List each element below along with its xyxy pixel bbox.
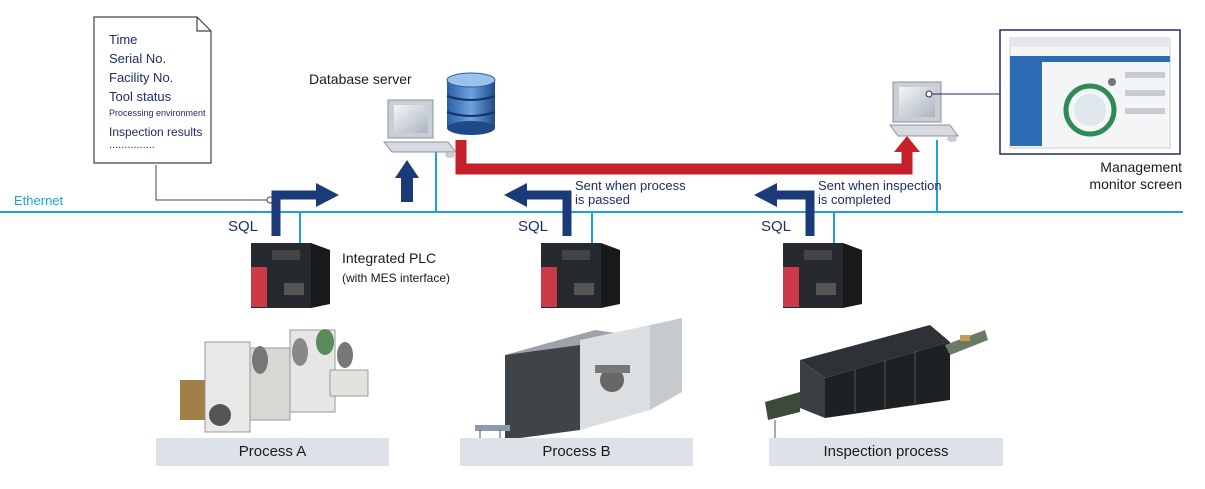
plc-c-icon (783, 243, 862, 308)
red-data-arrow (455, 140, 913, 175)
sent-process-line1: Sent when process (575, 178, 686, 193)
computer-db-icon (382, 99, 458, 158)
blue-arrow-plc-a (271, 190, 318, 236)
process-b-label: Process B (460, 438, 693, 466)
plc-label: Integrated PLC (342, 250, 437, 266)
inspection-machine-icon (765, 325, 988, 438)
computer-monitor-icon (889, 81, 959, 142)
sent-inspection-line1: Sent when inspection (818, 178, 942, 193)
note-item-ellipsis: ............... (109, 139, 155, 151)
sql-label-b: SQL (518, 218, 549, 235)
process-b-machine-icon (475, 318, 682, 448)
note-item-tool-status: Tool status (109, 89, 172, 104)
database-icon (446, 72, 496, 135)
plc-b-icon (541, 243, 620, 308)
blue-arrow-inspection (774, 190, 815, 236)
plc-sub-label: (with MES interface) (342, 271, 451, 285)
inspection-process-label: Inspection process (769, 438, 1003, 466)
plc-a-icon (251, 243, 330, 308)
blue-arrow-up-db (401, 176, 413, 202)
sent-inspection-line2: is completed (818, 192, 891, 207)
note-item-facility: Facility No. (109, 70, 174, 85)
note-document (93, 16, 212, 164)
monitor-label-line1: Management (1100, 159, 1182, 175)
database-label: Database server (309, 71, 412, 87)
sql-label-c: SQL (761, 218, 792, 235)
ethernet-label: Ethernet (14, 193, 64, 208)
monitor-label-line2: monitor screen (1089, 176, 1182, 192)
sent-process-line2: is passed (575, 192, 630, 207)
process-a-machine-icon (180, 329, 369, 433)
note-leader-line (155, 165, 270, 201)
sql-label-a: SQL (228, 218, 259, 235)
note-item-serial: Serial No. (109, 51, 167, 66)
note-item-processing-env: Processing environment (109, 108, 206, 118)
blue-arrow-process-b (524, 190, 572, 236)
note-item-inspection-results: Inspection results (109, 125, 203, 139)
management-screen-thumbnail (999, 29, 1181, 155)
note-item-time: Time (109, 32, 138, 47)
process-a-label: Process A (156, 438, 389, 466)
